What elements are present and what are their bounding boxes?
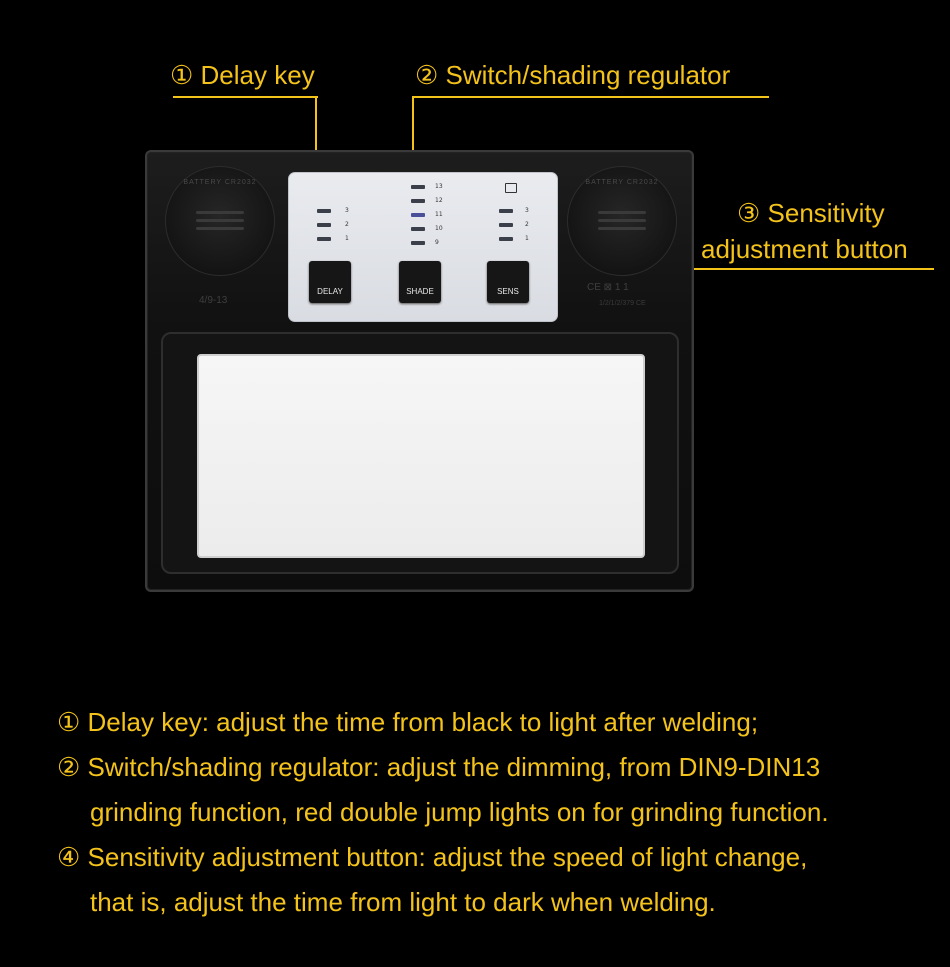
callout-shade-regulator: ② Switch/shading regulator <box>415 60 731 90</box>
sens-led <box>499 223 513 227</box>
sens-level-label: 1 <box>525 235 529 242</box>
description-line: that is, adjust the time from light to d… <box>90 887 716 917</box>
shade-led <box>411 241 425 245</box>
ce-marking: CE ⊠ 1 1 <box>587 282 629 293</box>
delay-level-label: 1 <box>345 235 349 242</box>
description-block: ① Delay key: adjust the time from black … <box>57 700 829 925</box>
sens-led <box>499 237 513 241</box>
description-line: grinding function, red double jump light… <box>90 797 829 827</box>
grille-line <box>196 211 244 214</box>
shade-key[interactable]: SHADE <box>399 261 441 303</box>
delay-level-label: 2 <box>345 221 349 228</box>
shade-level-label: 10 <box>435 225 443 232</box>
delay-led <box>317 209 331 213</box>
shade-led <box>411 227 425 231</box>
delay-key[interactable]: DELAY <box>309 261 351 303</box>
shade-level-label: 9 <box>435 239 439 246</box>
grille-line <box>598 227 646 230</box>
delay-led <box>317 223 331 227</box>
callout-sensitivity-leader <box>516 268 934 270</box>
shade-level-label: 11 <box>435 211 443 218</box>
battery-label-left: BATTERY CR2032 <box>183 179 257 186</box>
description-line: ④ Sensitivity adjustment button: adjust … <box>57 842 808 872</box>
din-marking: 4/9-13 <box>199 295 228 306</box>
shade-level-label: 12 <box>435 197 443 204</box>
grille-line <box>196 227 244 230</box>
delay-led <box>317 237 331 241</box>
shade-led-active <box>411 213 425 217</box>
grille-line <box>598 211 646 214</box>
battery-cover-left: BATTERY CR2032 <box>165 166 275 276</box>
description-line: ② Switch/shading regulator: adjust the d… <box>57 752 821 782</box>
auto-darkening-filter: BATTERY CR2032 BATTERY CR2032 4/9-13 CE … <box>145 150 694 592</box>
standard-marking: 1/2/1/2/379 CE <box>599 300 646 307</box>
sens-key[interactable]: SENS <box>487 261 529 303</box>
shade-key-label: SHADE <box>406 287 434 296</box>
sens-led <box>499 209 513 213</box>
grille-line <box>598 219 646 222</box>
delay-key-label: DELAY <box>317 287 343 296</box>
sens-key-label: SENS <box>497 287 519 296</box>
lens-frame <box>161 332 679 574</box>
callout-shade-underline <box>412 96 769 98</box>
description-line: ① Delay key: adjust the time from black … <box>57 707 759 737</box>
control-panel: 3 2 1 13 12 11 10 9 3 2 1 DELAY SHADE SE… <box>288 172 558 322</box>
callout-delay-key: ① Delay key <box>170 60 315 90</box>
sens-level-label: 2 <box>525 221 529 228</box>
shade-led <box>411 185 425 189</box>
battery-indicator-icon <box>505 183 517 193</box>
callout-sensitivity-line1: ③ Sensitivity <box>737 198 885 228</box>
battery-cover-right: BATTERY CR2032 <box>567 166 677 276</box>
delay-level-label: 3 <box>345 207 349 214</box>
shade-level-label: 13 <box>435 183 443 190</box>
shade-led <box>411 199 425 203</box>
sens-level-label: 3 <box>525 207 529 214</box>
grille-line <box>196 219 244 222</box>
callout-sensitivity-line2: adjustment button <box>701 234 908 264</box>
viewing-lens <box>197 354 645 558</box>
battery-label-right: BATTERY CR2032 <box>585 179 659 186</box>
callout-delay-underline <box>173 96 318 98</box>
